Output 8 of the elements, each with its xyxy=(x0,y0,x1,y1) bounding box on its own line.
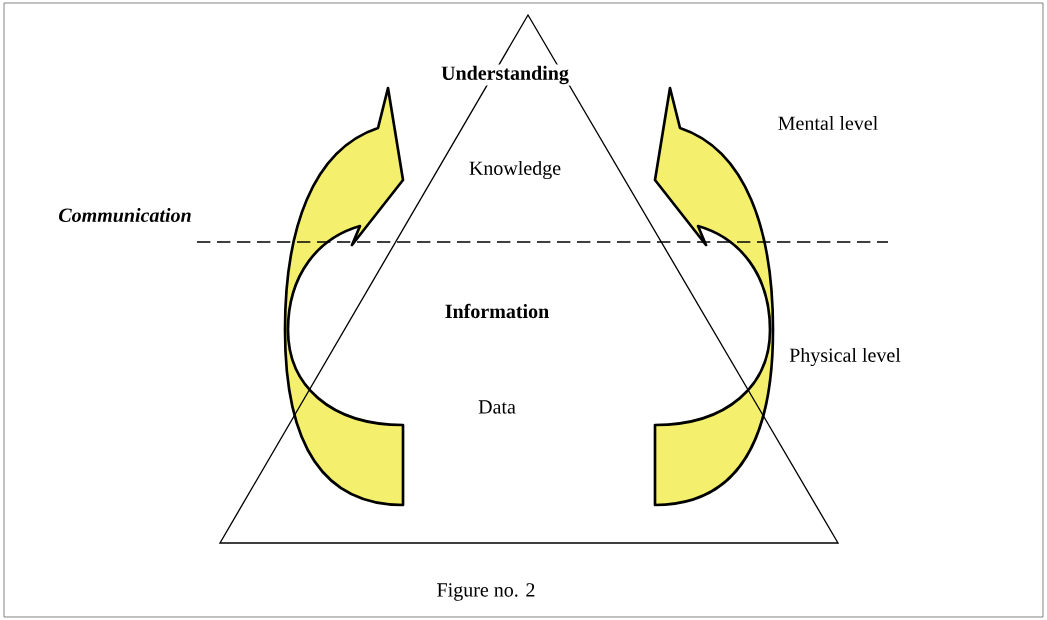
level-label: Knowledge xyxy=(467,159,563,181)
level-label: Understanding xyxy=(439,64,571,86)
level-label: Data xyxy=(476,399,518,415)
level-label: Mental level xyxy=(778,115,878,130)
level-label: Information xyxy=(443,302,551,320)
level-label: Physical level xyxy=(789,347,901,367)
level-label: Communication xyxy=(59,207,191,223)
caption: Figure no. 2 xyxy=(437,583,535,601)
